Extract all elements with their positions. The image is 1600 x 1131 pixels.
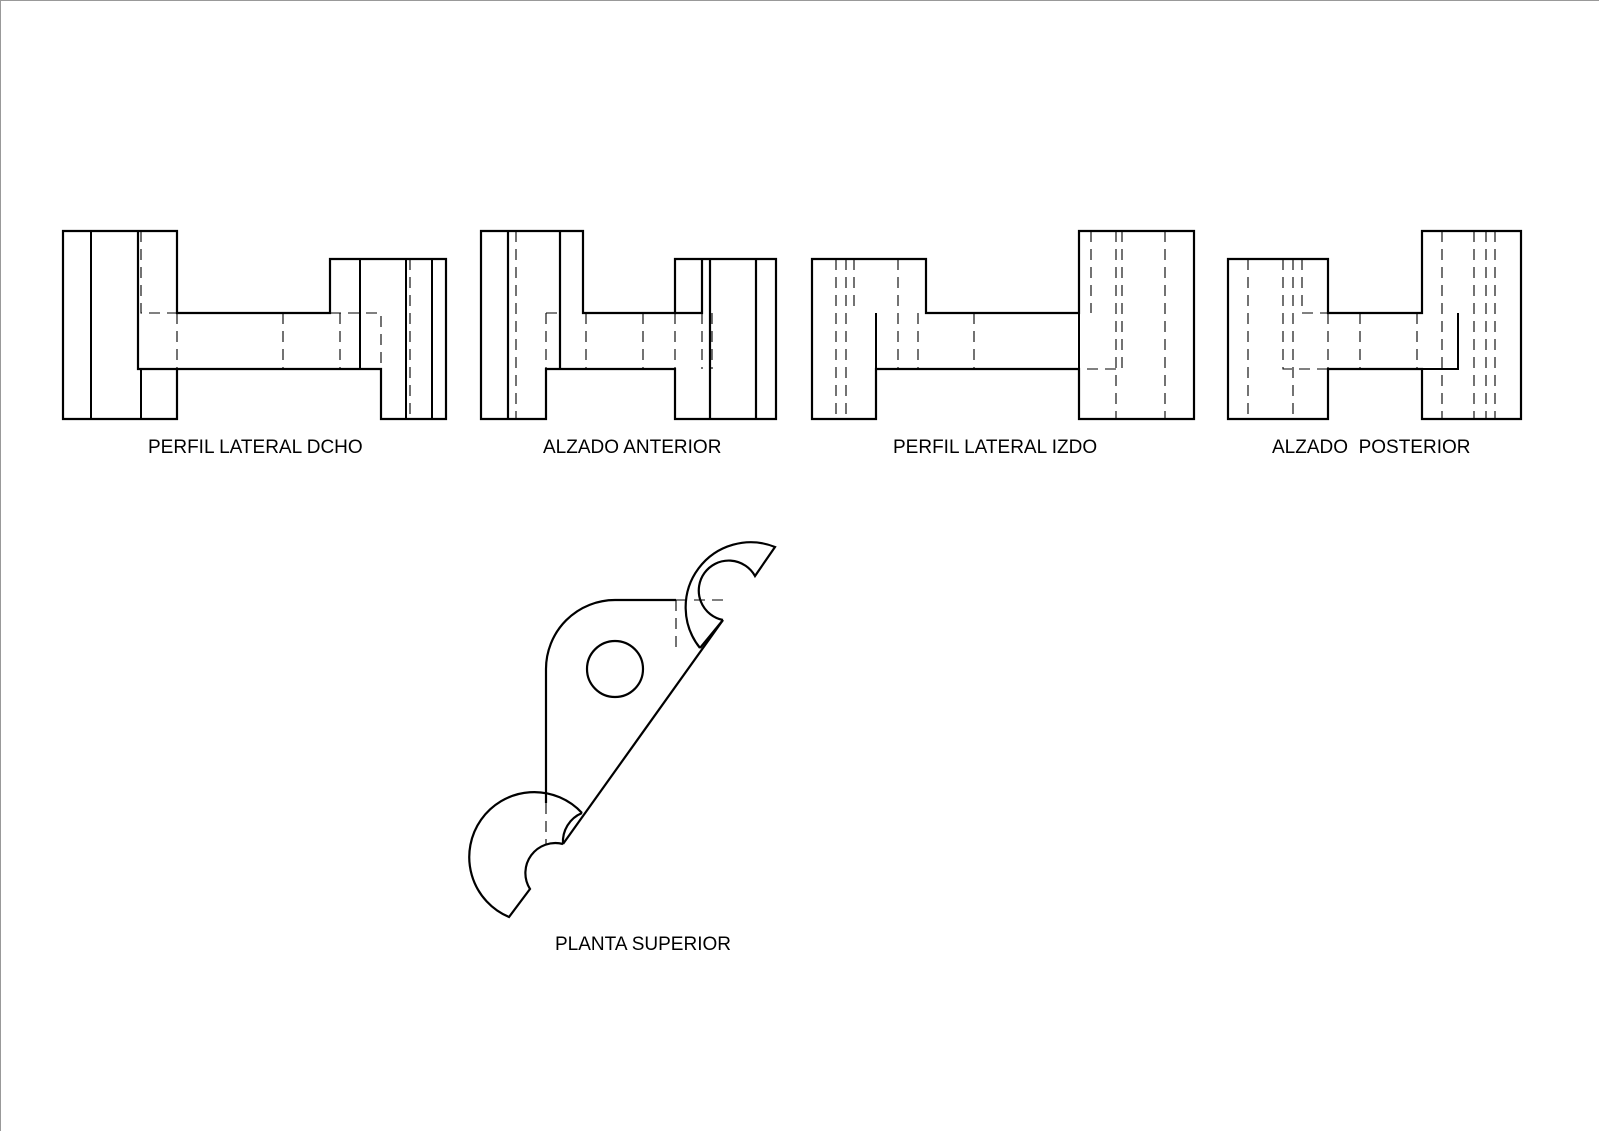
- label-perfil-lateral-dcho: PERFIL LATERAL DCHO: [148, 437, 363, 458]
- view-perfil-lateral-izdo: [810, 229, 1196, 421]
- view-alzado-posterior: [1226, 229, 1523, 421]
- view-perfil-lateral-dcho: [61, 229, 448, 421]
- label-alzado-anterior: ALZADO ANTERIOR: [543, 437, 722, 458]
- view-alzado-anterior: [479, 229, 778, 421]
- view-planta-superior: [468, 541, 777, 919]
- label-perfil-lateral-izdo: PERFIL LATERAL IZDO: [893, 437, 1098, 458]
- label-alzado-posterior: ALZADO POSTERIOR: [1272, 437, 1471, 458]
- label-planta-superior: PLANTA SUPERIOR: [555, 934, 731, 955]
